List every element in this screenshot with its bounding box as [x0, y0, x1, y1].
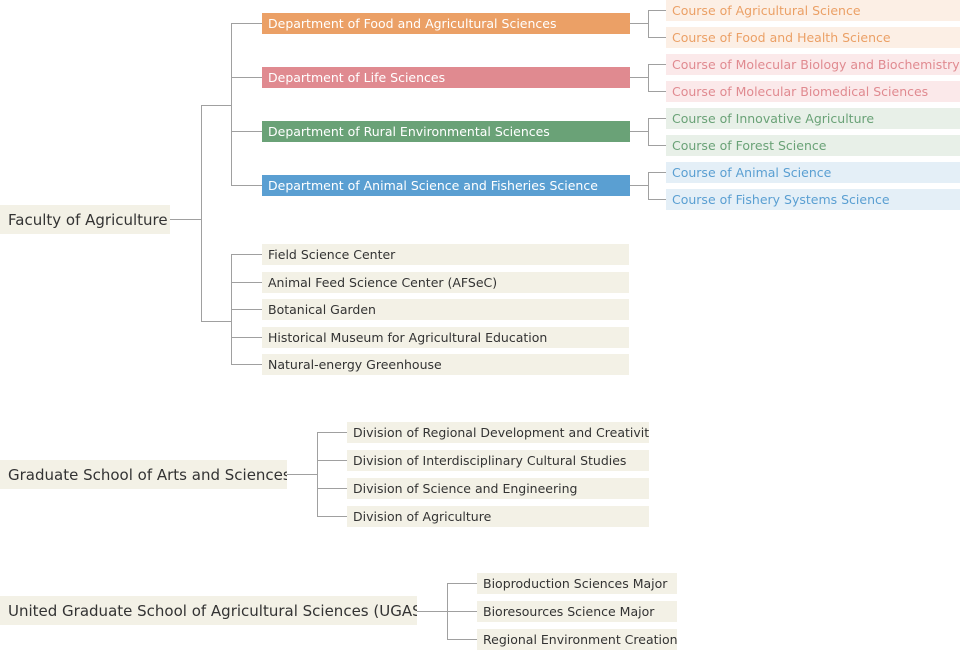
connector [317, 460, 347, 461]
connector [648, 118, 666, 119]
connector [231, 77, 262, 78]
division-item[interactable]: Division of Science and Engineering [347, 478, 649, 499]
connector [630, 131, 648, 132]
facility-item[interactable]: Natural-energy Greenhouse [262, 354, 629, 375]
connector [317, 516, 347, 517]
department-animal-fisheries[interactable]: Department of Animal Science and Fisheri… [262, 175, 630, 196]
course-item[interactable]: Course of Food and Health Science [666, 27, 960, 48]
course-item[interactable]: Course of Molecular Biology and Biochemi… [666, 54, 960, 75]
facility-item[interactable]: Botanical Garden [262, 299, 629, 320]
connector [317, 432, 347, 433]
connector [648, 199, 666, 200]
connector [231, 364, 262, 365]
connector [447, 583, 477, 584]
major-item[interactable]: Bioproduction Sciences Major [477, 573, 677, 594]
department-rural-environmental[interactable]: Department of Rural Environmental Scienc… [262, 121, 630, 142]
connector [447, 611, 477, 612]
course-item[interactable]: Course of Fishery Systems Science [666, 189, 960, 210]
faculty-of-agriculture[interactable]: Faculty of Agriculture [0, 205, 170, 234]
connector [648, 10, 649, 38]
facility-item[interactable]: Field Science Center [262, 244, 629, 265]
connector [231, 282, 262, 283]
department-food-agricultural[interactable]: Department of Food and Agricultural Scie… [262, 13, 630, 34]
connector [231, 337, 262, 338]
facility-item[interactable]: Animal Feed Science Center (AFSeC) [262, 272, 629, 293]
connector [648, 172, 649, 200]
connector [648, 10, 666, 11]
division-item[interactable]: Division of Regional Development and Cre… [347, 422, 649, 443]
major-item[interactable]: Regional Environment Creation [477, 629, 677, 650]
connector [231, 309, 262, 310]
connector [648, 37, 666, 38]
connector [648, 145, 666, 146]
course-item[interactable]: Course of Animal Science [666, 162, 960, 183]
connector [231, 23, 262, 24]
connector [648, 118, 649, 146]
connector [648, 91, 666, 92]
facility-item[interactable]: Historical Museum for Agricultural Educa… [262, 327, 629, 348]
connector [648, 64, 666, 65]
course-item[interactable]: Course of Forest Science [666, 135, 960, 156]
connector [447, 639, 477, 640]
connector [201, 105, 231, 106]
ugas[interactable]: United Graduate School of Agricultural S… [0, 596, 417, 625]
major-item[interactable]: Bioresources Science Major [477, 601, 677, 622]
connector [231, 185, 262, 186]
connector [231, 23, 232, 186]
division-item[interactable]: Division of Interdisciplinary Cultural S… [347, 450, 649, 471]
department-life-sciences[interactable]: Department of Life Sciences [262, 67, 630, 88]
connector [231, 254, 262, 255]
connector [170, 219, 201, 220]
connector [417, 611, 447, 612]
division-item[interactable]: Division of Agriculture [347, 506, 649, 527]
connector [630, 185, 648, 186]
connector [630, 77, 648, 78]
connector [201, 321, 231, 322]
connector [287, 474, 317, 475]
course-item[interactable]: Course of Innovative Agriculture [666, 108, 960, 129]
connector [201, 105, 202, 322]
connector [648, 64, 649, 92]
connector [630, 23, 648, 24]
graduate-school-arts-sciences[interactable]: Graduate School of Arts and Sciences [0, 460, 287, 489]
connector [317, 488, 347, 489]
connector [317, 432, 318, 517]
course-item[interactable]: Course of Agricultural Science [666, 0, 960, 21]
course-item[interactable]: Course of Molecular Biomedical Sciences [666, 81, 960, 102]
connector [648, 172, 666, 173]
connector [231, 131, 262, 132]
